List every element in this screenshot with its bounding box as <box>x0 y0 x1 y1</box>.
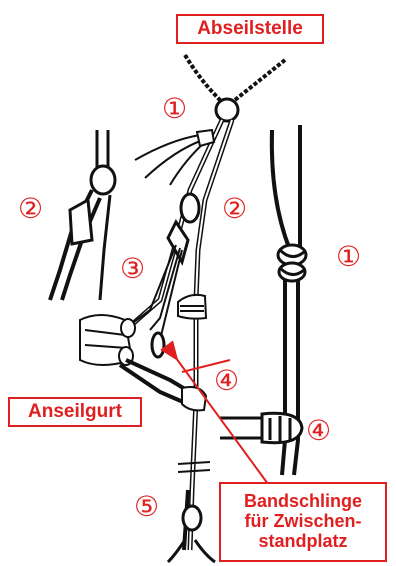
abseilstelle-text: Abseilstelle <box>197 19 303 40</box>
marker-5: ⑤ <box>134 490 159 523</box>
anchor-chains <box>185 55 285 100</box>
marker-1-top: ① <box>162 92 187 125</box>
abseilstelle-label: Abseilstelle <box>176 14 324 44</box>
bandschlinge-label: Bandschlinge für Zwischen- standplatz <box>219 482 387 562</box>
right-prusik <box>220 413 302 442</box>
anseilgurt-text: Anseilgurt <box>28 402 122 423</box>
anseilgurt-label: Anseilgurt <box>8 397 142 427</box>
bandschlinge-line-2: für Zwischen- <box>244 512 361 532</box>
anchor-ring <box>216 99 238 121</box>
marker-2-center: ② <box>222 192 247 225</box>
marker-3: ③ <box>120 252 145 285</box>
figure-eight-knot <box>278 245 306 281</box>
marker-4-right: ④ <box>306 414 331 447</box>
bandschlinge-line-3: standplatz <box>258 532 347 552</box>
hand-upper <box>178 295 206 319</box>
marker-1-right: ① <box>336 240 361 273</box>
bottom-knot <box>183 506 201 530</box>
bandschlinge-line-1: Bandschlinge <box>244 492 362 512</box>
marker-2-left: ② <box>18 192 43 225</box>
left-rope <box>50 130 115 300</box>
marker-4-mid: ④ <box>214 364 239 397</box>
